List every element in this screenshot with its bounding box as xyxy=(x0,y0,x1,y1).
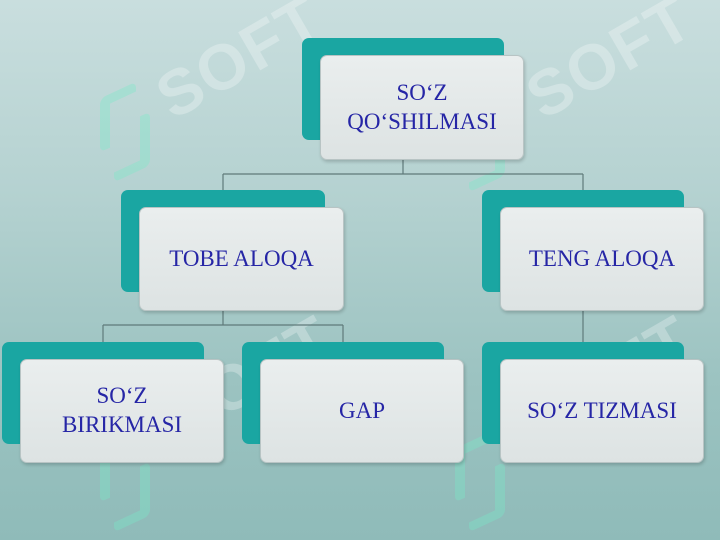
node-label: SO‘Z QO‘SHILMASI xyxy=(320,55,524,160)
node-label: SO‘Z TIZMASI xyxy=(500,359,704,463)
node-label: TOBE ALOQA xyxy=(139,207,344,311)
node-label: GAP xyxy=(260,359,464,463)
node-label: SO‘Z BIRIKMASI xyxy=(20,359,224,463)
node-label: TENG ALOQA xyxy=(500,207,704,311)
